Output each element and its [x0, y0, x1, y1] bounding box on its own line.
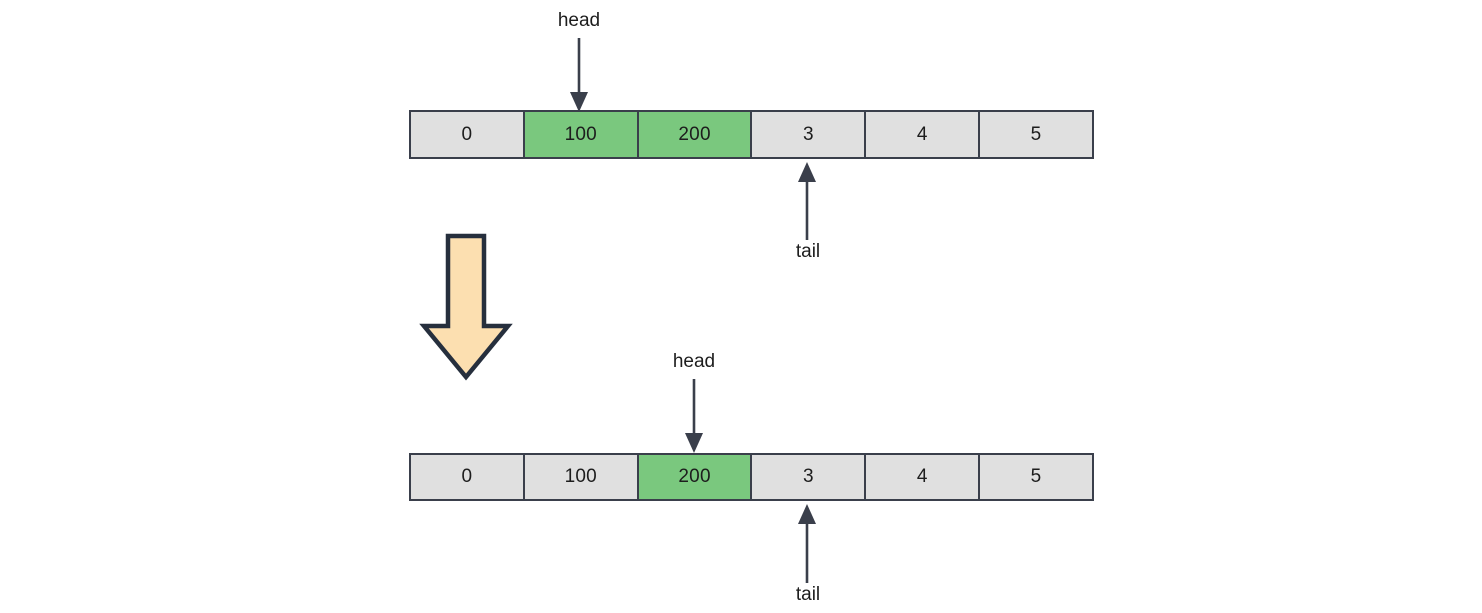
before-cell-5[interactable]: 5 — [980, 112, 1092, 157]
after-head-arrow — [685, 379, 703, 453]
before-head-label: head — [557, 10, 601, 31]
transition-down-arrow — [419, 233, 513, 381]
after-cell-1[interactable]: 100 — [524, 455, 639, 499]
before-tail-arrow — [798, 162, 816, 240]
after-tail-label: tail — [795, 584, 821, 605]
after-cell-4[interactable]: 4 — [866, 455, 981, 499]
before-cell-4[interactable]: 4 — [866, 112, 981, 157]
before-cell-2[interactable]: 200 — [638, 112, 753, 157]
before-cell-0[interactable]: 0 — [411, 112, 525, 157]
after-head-label: head — [672, 351, 716, 372]
after-tail-arrow — [798, 504, 816, 583]
before-cell-1[interactable]: 100 — [524, 112, 639, 157]
after-cell-0[interactable]: 0 — [411, 455, 525, 499]
before-cell-3[interactable]: 3 — [752, 112, 867, 157]
after-array: 0 100 200 3 4 5 — [409, 453, 1094, 501]
after-cell-2[interactable]: 200 — [638, 455, 753, 499]
before-tail-label: tail — [795, 241, 821, 262]
after-cell-5[interactable]: 5 — [980, 455, 1092, 499]
before-array: 0 100 200 3 4 5 — [409, 110, 1094, 159]
after-cell-3[interactable]: 3 — [752, 455, 867, 499]
before-head-arrow — [570, 38, 588, 112]
